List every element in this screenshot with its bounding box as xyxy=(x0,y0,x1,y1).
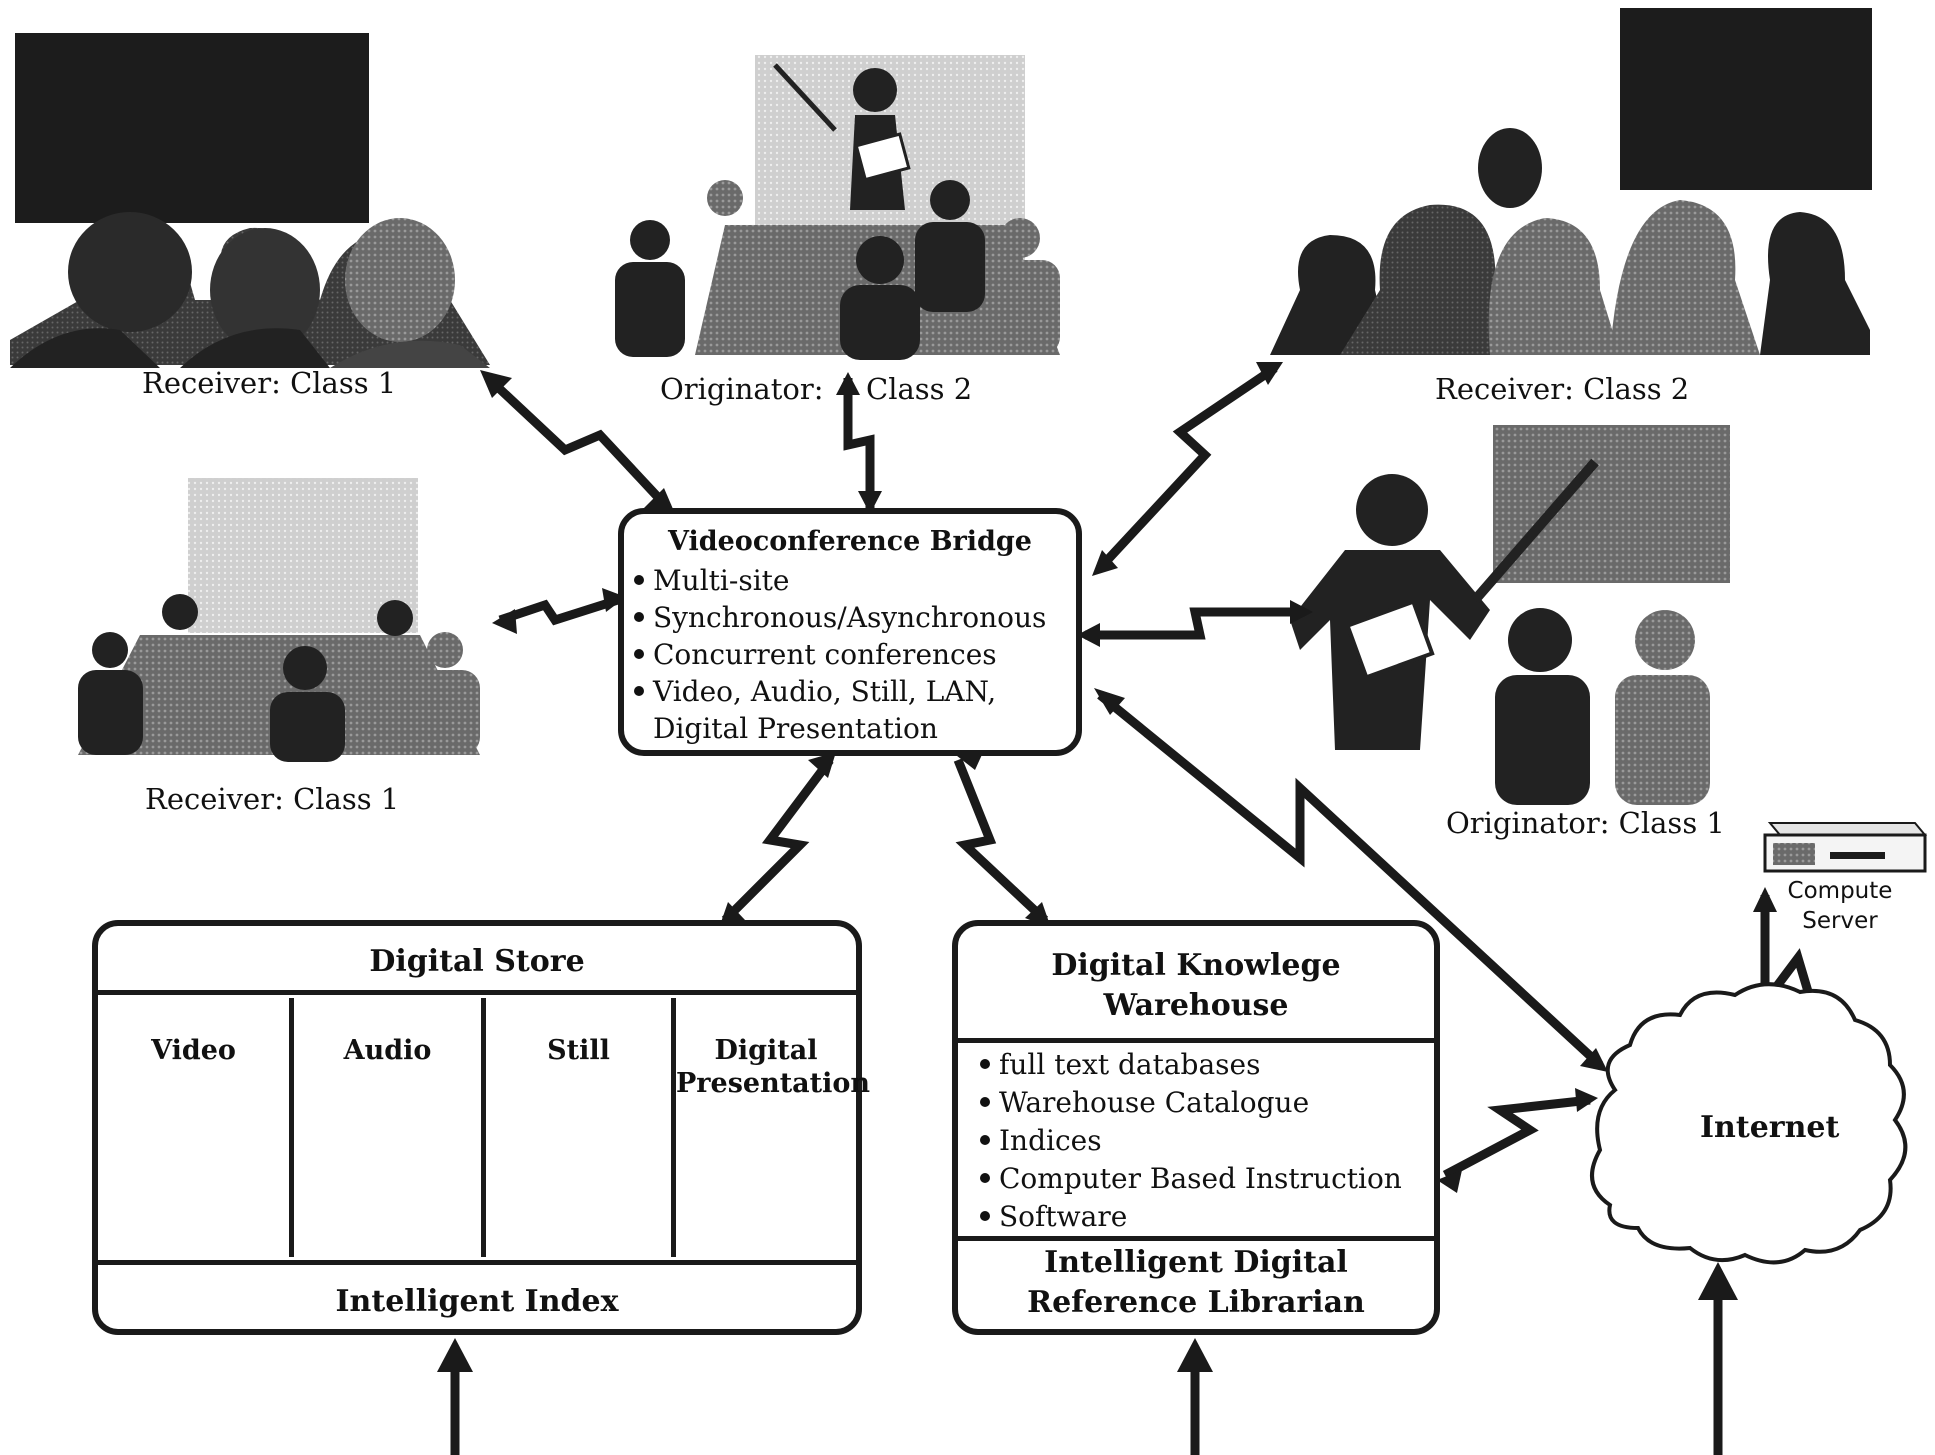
receiver-class1-left-scene xyxy=(78,478,480,762)
compute-server-icon xyxy=(1763,822,1928,873)
inbound-arrows xyxy=(437,1262,1738,1455)
list-item: Computer Based Instruction xyxy=(980,1160,1402,1198)
bullet-icon xyxy=(634,574,644,585)
link-warehouse-internet xyxy=(1442,1095,1591,1179)
list-item: Video, Audio, Still, LAN, xyxy=(634,673,1046,710)
list-item: Software xyxy=(980,1198,1402,1236)
warehouse-content-list: full text databases Warehouse Catalogue … xyxy=(980,1046,1402,1236)
link-digital-store xyxy=(721,757,834,924)
link-internet xyxy=(1097,691,1604,1069)
connectors xyxy=(484,364,1820,1179)
bullet-icon xyxy=(980,1058,990,1069)
bridge-feature-list: Multi-site Synchronous/Asynchronous Conc… xyxy=(634,562,1046,747)
internet-label: Internet xyxy=(1700,1110,1840,1145)
bridge-title: Videoconference Bridge xyxy=(668,526,1032,557)
internet-cloud xyxy=(1590,982,1908,1265)
originator-class1-label: Originator: Class 1 xyxy=(1446,806,1725,840)
bullet-icon xyxy=(980,1210,990,1221)
link-originator-class2 xyxy=(843,378,875,508)
list-item: Warehouse Catalogue xyxy=(980,1084,1402,1122)
divider xyxy=(98,1260,856,1265)
originator-class2-scene xyxy=(615,55,1060,360)
divider xyxy=(958,1038,1434,1043)
receiver-class1-top-scene xyxy=(10,33,490,368)
originator-class1-scene xyxy=(1290,425,1730,805)
link-receiver-class2 xyxy=(1096,364,1278,572)
link-receiver-class1-top xyxy=(484,374,672,512)
originator-class2-suffix-label: Class 2 xyxy=(866,372,973,406)
receiver-class1-left-label: Receiver: Class 1 xyxy=(145,782,400,816)
store-column-video: Video xyxy=(98,998,294,1257)
list-item: Synchronous/Asynchronous xyxy=(634,599,1046,636)
store-column-audio: Audio xyxy=(294,998,486,1257)
bullet-icon xyxy=(634,685,644,696)
store-column-still: Still xyxy=(486,998,676,1257)
divider xyxy=(98,990,856,995)
intelligent-index-label: Intelligent Index xyxy=(335,1284,619,1319)
receiver-class1-top-label: Receiver: Class 1 xyxy=(142,366,397,400)
receiver-class2-label: Receiver: Class 2 xyxy=(1435,372,1690,406)
bullet-icon xyxy=(634,611,644,622)
list-item: Multi-site xyxy=(634,562,1046,599)
receiver-class2-scene xyxy=(1270,8,1872,355)
bullet-icon xyxy=(980,1096,990,1107)
list-item-continuation: Digital Presentation xyxy=(653,712,938,745)
bullet-icon xyxy=(980,1134,990,1145)
originator-class2-label: Originator: xyxy=(660,372,824,406)
link-receiver-class1-left xyxy=(498,595,620,626)
videoconference-bridge-box: Videoconference Bridge Multi-site Synchr… xyxy=(618,508,1082,756)
divider xyxy=(958,1236,1434,1241)
digital-store-title: Digital Store xyxy=(369,944,585,979)
link-warehouse xyxy=(953,758,1049,924)
list-item: Concurrent conferences xyxy=(634,636,1046,673)
list-item: Indices xyxy=(980,1122,1402,1160)
link-compute-server xyxy=(1760,895,1820,1017)
list-item: full text databases xyxy=(980,1046,1402,1084)
bullet-icon xyxy=(634,648,644,659)
bullet-icon xyxy=(980,1172,990,1183)
link-originator-class1 xyxy=(1085,607,1305,640)
